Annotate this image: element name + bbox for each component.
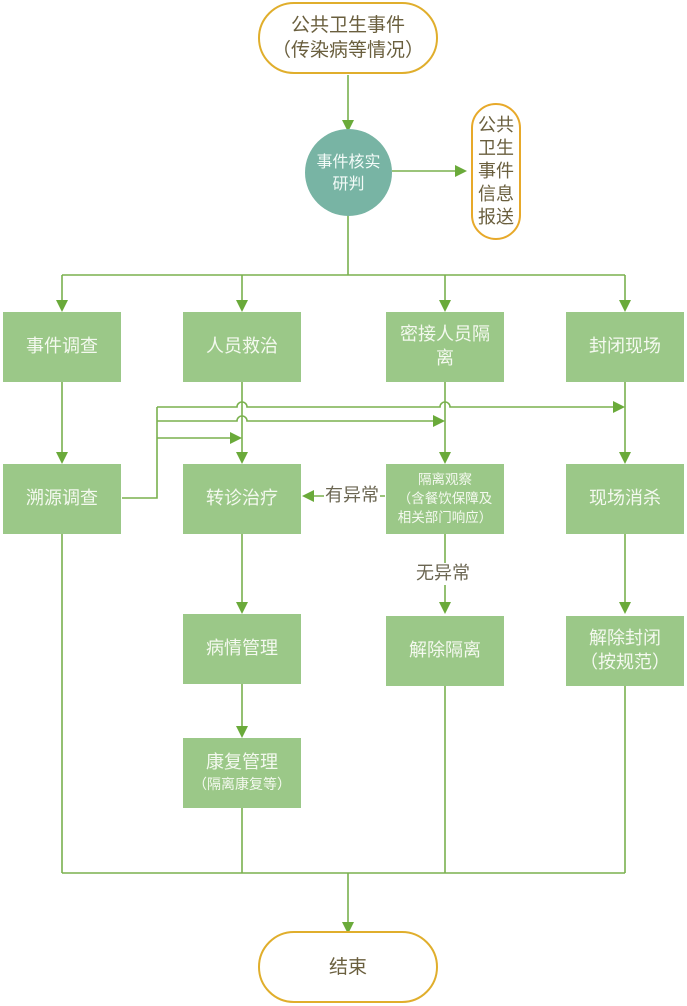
rehab-line1: 康复管理	[206, 752, 278, 773]
trace-node: 溯源调查	[3, 464, 121, 534]
investigation-node: 事件调查	[3, 312, 121, 382]
observation-line1: 隔离观察	[418, 471, 472, 488]
report-line: 卫生	[478, 138, 514, 159]
disinfect-node: 现场消杀	[566, 464, 684, 534]
seal-site-label: 封闭现场	[589, 336, 661, 357]
start-node: 公共卫生事件 （传染病等情况）	[258, 2, 438, 74]
observation-line2: （含餐饮保障及	[397, 490, 493, 507]
release-seal-node: 解除封闭 （按规范）	[566, 616, 684, 686]
edge-trace-feedback	[122, 407, 158, 499]
contact-isolation-line1: 密接人员隔	[400, 324, 490, 345]
observation-node: 隔离观察 （含餐饮保障及 相关部门响应）	[386, 464, 504, 534]
rehab-line2: （隔离康复等）	[193, 777, 291, 793]
transfer-node: 转诊治疗	[183, 464, 301, 534]
release-isolation-label: 解除隔离	[409, 640, 481, 661]
report-line: 公共	[478, 115, 514, 136]
trace-label: 溯源调查	[26, 488, 98, 509]
start-line2: （传染病等情况）	[271, 39, 424, 61]
edge-trace-to-observation	[157, 415, 445, 427]
end-label: 结束	[328, 955, 367, 978]
verify-node: 事件核实 研判	[305, 129, 392, 216]
report-line: 信息	[478, 184, 514, 205]
observation-line3: 相关部门响应）	[397, 509, 493, 526]
report-line: 报送	[478, 207, 514, 228]
investigation-label: 事件调查	[26, 336, 98, 357]
release-isolation-node: 解除隔离	[386, 616, 504, 686]
transfer-label: 转诊治疗	[206, 488, 278, 509]
treatment-node: 人员救治	[183, 312, 301, 382]
release-seal-line2: （按规范）	[580, 652, 670, 673]
edge-trace-to-disinfect	[157, 401, 625, 413]
start-line1: 公共卫生事件	[290, 14, 405, 36]
release-seal-line1: 解除封闭	[589, 628, 661, 649]
verify-line2: 研判	[332, 173, 365, 193]
verify-line1: 事件核实	[316, 151, 381, 171]
condition-node: 病情管理	[183, 614, 301, 684]
normal-label: 无异常	[416, 563, 470, 585]
treatment-label: 人员救治	[206, 336, 278, 357]
report-node: 公共 卫生 事件 信息 报送	[471, 103, 521, 240]
report-line: 事件	[478, 161, 514, 182]
seal-site-node: 封闭现场	[566, 312, 684, 382]
contact-isolation-line2: 离	[436, 348, 454, 369]
abnormal-label: 有异常	[324, 485, 380, 507]
disinfect-label: 现场消杀	[589, 488, 661, 509]
contact-isolation-node: 密接人员隔 离	[386, 312, 504, 382]
rehab-node: 康复管理 （隔离康复等）	[183, 738, 301, 808]
condition-label: 病情管理	[206, 638, 278, 659]
end-node: 结束	[258, 931, 438, 1003]
